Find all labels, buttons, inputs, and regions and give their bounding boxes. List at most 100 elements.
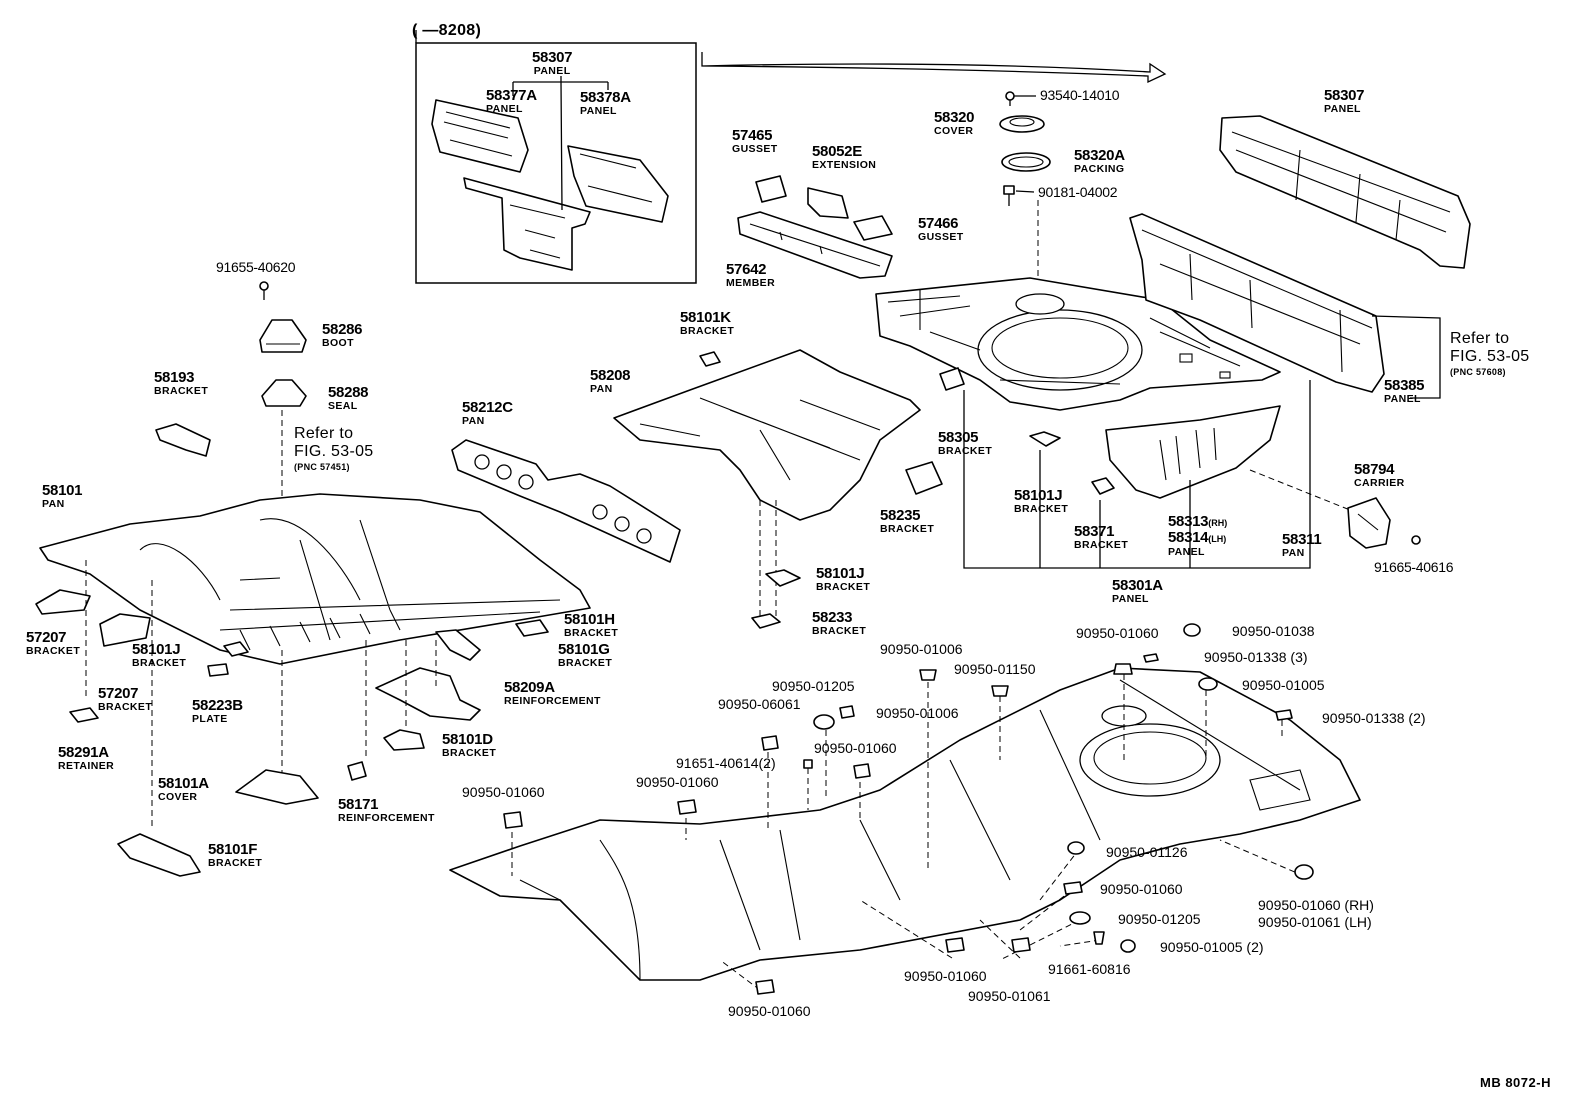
refer-line2: FIG. 53-05	[1450, 348, 1530, 366]
boot-58286-shape	[259, 319, 307, 353]
bolt-91665-shape	[1411, 535, 1421, 545]
rear-side-panel-58313-shape	[1105, 405, 1281, 499]
refer-line1: Refer to	[294, 425, 354, 442]
plug-label: 90950-01338 (2)	[1322, 710, 1426, 726]
frame-range-label: ( —8208)	[412, 22, 482, 39]
bracket-58233-shape	[751, 613, 781, 629]
plug-label: 90950-01005	[1242, 677, 1325, 693]
bolt-90181-shape	[1003, 185, 1015, 195]
part-label-93540: 93540-14010	[1040, 87, 1120, 103]
bracket-57207-a-shape	[35, 589, 91, 615]
refer-to-block-1: Refer to FIG. 53-05 (PNC 57451)	[294, 425, 373, 472]
reinforcement-58209A-shape	[375, 667, 481, 721]
plug-label: 90950-01060	[1076, 625, 1159, 641]
plug-label: 91661-60816	[1048, 961, 1131, 977]
center-pan-58208-shape	[613, 349, 921, 521]
plug-label: 90950-01005 (2)	[1160, 939, 1264, 955]
reinforcement-58171-shape	[347, 761, 367, 781]
plug-label: 90950-01060	[636, 774, 719, 790]
plug-label: 90950-01205	[1118, 911, 1201, 927]
bracket-58101J-a-shape	[1029, 431, 1061, 447]
gusset-57466-shape	[853, 215, 893, 241]
part-label-58313: 58313(RH)	[1168, 513, 1228, 530]
plug-label: 90950-01061	[968, 988, 1051, 1004]
transfer-arrow	[701, 52, 1167, 84]
part-label-91655: 91655-40620	[216, 259, 296, 275]
plug-label: 91651-40614(2)	[676, 755, 776, 771]
bracket-57207-b-shape	[99, 613, 151, 647]
inset-frame	[415, 42, 697, 284]
plug-label: 90950-01060	[1100, 881, 1183, 897]
bracket-58101D-shape	[383, 729, 425, 751]
bracket-58101J-c-shape	[223, 641, 249, 657]
bracket-58101K-shape	[699, 351, 721, 367]
plug-label: 90950-01205	[772, 678, 855, 694]
bracket-58305-shape	[939, 367, 965, 391]
gusset-57465-shape	[755, 175, 787, 203]
inset-panel-58307-shape	[463, 177, 591, 271]
bracket-58235-shape	[905, 461, 943, 495]
plug-label: 90950-01126	[1106, 844, 1188, 860]
plug-label: 90950-06061	[718, 696, 801, 712]
refer-line1: Refer to	[1450, 330, 1510, 347]
bracket-58101H-shape	[515, 619, 549, 637]
plug-label: 90950-01060	[728, 1003, 811, 1019]
bracket-58193-shape	[155, 423, 211, 457]
refer-to-block-2: Refer to FIG. 53-05 (PNC 57608)	[1450, 330, 1529, 377]
refer-line3: (PNC 57451)	[294, 461, 350, 472]
plug-label: 90950-01006	[876, 705, 959, 721]
packing-58320A-shape	[1001, 152, 1051, 172]
plug-symbols	[503, 623, 1314, 995]
bolt-93540-shape	[1005, 91, 1015, 101]
part-label-58314: 58314(LH)PANEL	[1168, 529, 1227, 558]
plug-label: 90950-01006	[880, 641, 963, 657]
bracket-58101J-b-shape	[765, 569, 801, 587]
extension-58052E-shape	[807, 187, 849, 219]
bracket-58101F-shape	[117, 833, 201, 877]
plate-58223B-shape	[207, 663, 229, 677]
inset-panel-58378A-shape	[567, 145, 669, 223]
bolt-91655-shape	[259, 281, 269, 291]
plug-label: 90950-01338 (3)	[1204, 649, 1308, 665]
bracket-58101G-shape	[435, 629, 481, 661]
refer-line2: FIG. 53-05	[294, 443, 374, 461]
cover-58101A-shape	[235, 769, 319, 805]
front-floor-pan-58101-shape	[39, 493, 591, 665]
